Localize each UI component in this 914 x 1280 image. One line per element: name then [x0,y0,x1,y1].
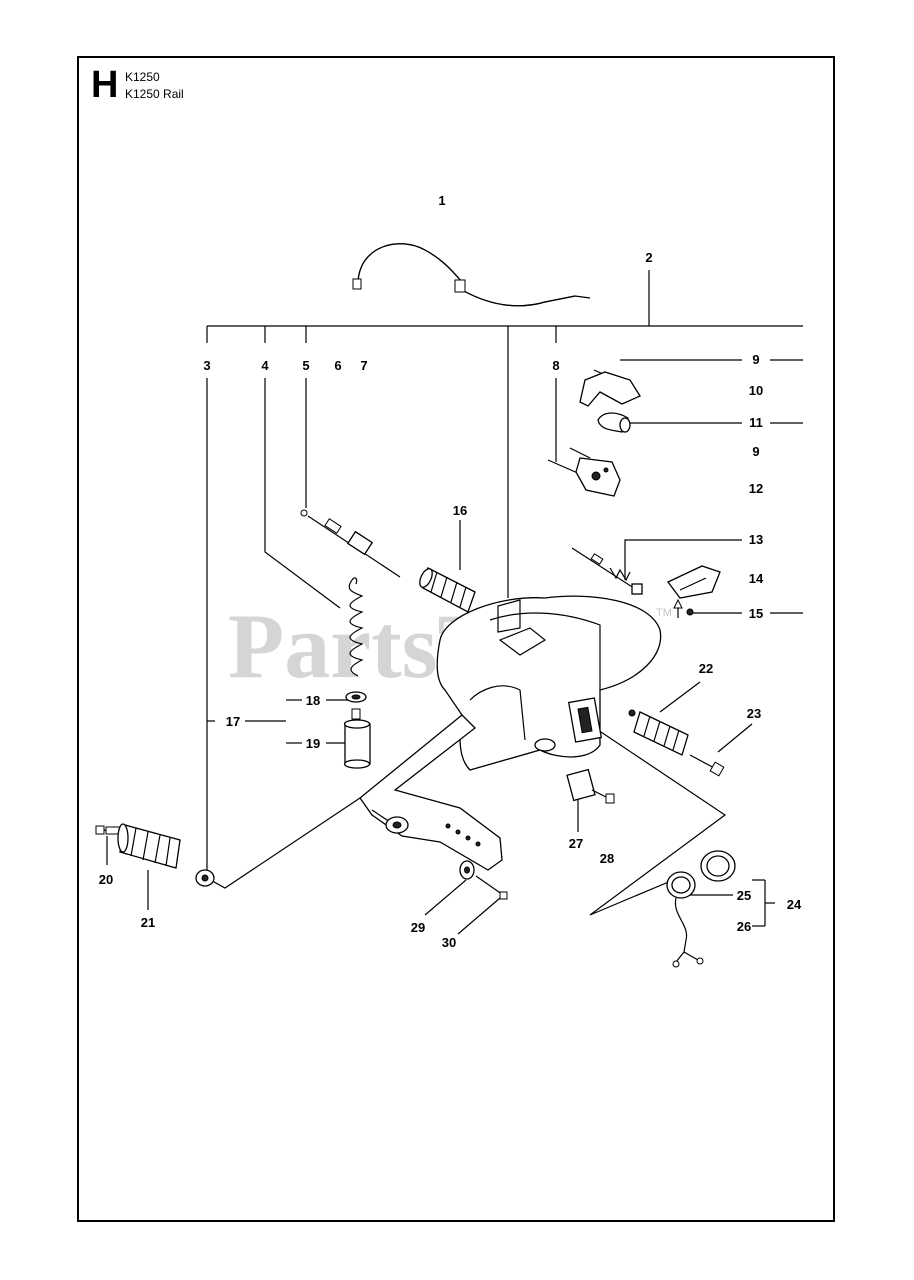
part-sleeve-11 [597,412,631,433]
callout-10: 10 [749,383,763,398]
callout-28: 28 [600,851,614,866]
part-cord-26 [672,897,704,968]
callout-4: 4 [261,358,269,373]
callout-24: 24 [787,897,802,912]
callout-15: 15 [749,606,763,621]
callout-22: 22 [699,661,713,676]
callout-labels: 1 2 3 4 5 6 7 8 9 10 11 9 12 13 14 15 16… [99,193,802,950]
part-cylinder-19 [343,719,371,769]
callout-14: 14 [749,571,764,586]
part-screw-30 [475,875,508,900]
part-washer-29 [459,860,475,880]
part-valve-13 [571,547,643,595]
callout-2: 2 [645,250,652,265]
part-plate-12 [547,447,621,497]
part-buffer-21 [117,823,181,910]
part-bolt-23 [689,754,725,777]
part-buffer-16 [419,567,476,613]
section-letter: H [91,64,119,106]
callout-29: 29 [411,920,425,935]
model-label-k1250: K1250 [125,70,160,84]
callout-19: 19 [306,736,320,751]
callout-17: 17 [226,714,240,729]
callout-3: 3 [203,358,210,373]
leader-lines [206,270,803,935]
callout-18: 18 [306,693,320,708]
part-buffer-22 [628,709,689,756]
callout-6: 6 [334,358,341,373]
callout-9a: 9 [752,352,759,367]
model-label-k1250-rail: K1250 Rail [125,87,184,101]
callout-9b: 9 [752,444,759,459]
callout-20: 20 [99,872,113,887]
part-lever-10 [579,371,641,407]
page-frame [77,56,835,1222]
callout-26: 26 [737,919,751,934]
callout-30: 30 [442,935,456,950]
part-cable [352,243,591,307]
callout-25: 25 [737,888,751,903]
callout-13: 13 [749,532,763,547]
callout-1: 1 [438,193,445,208]
part-screw-15 [673,598,694,618]
callout-16: 16 [453,503,467,518]
part-mount-27 [566,768,615,804]
callout-12: 12 [749,481,763,496]
callout-27: 27 [569,836,583,851]
callout-23: 23 [747,706,761,721]
callout-8: 8 [552,358,559,373]
callout-5: 5 [302,358,309,373]
part-spring [348,577,364,677]
callout-7: 7 [360,358,367,373]
watermark-trademark: TM [656,607,672,619]
part-main-housing [436,595,662,771]
part-washer-18 [345,691,367,720]
part-frame-arm [359,714,503,871]
part-screw-5 [300,509,401,578]
part-cap-25 [666,850,736,899]
callout-11: 11 [749,415,763,430]
callout-21: 21 [141,915,155,930]
part-bushing-3 [195,869,215,887]
part-cover-14 [667,565,721,599]
